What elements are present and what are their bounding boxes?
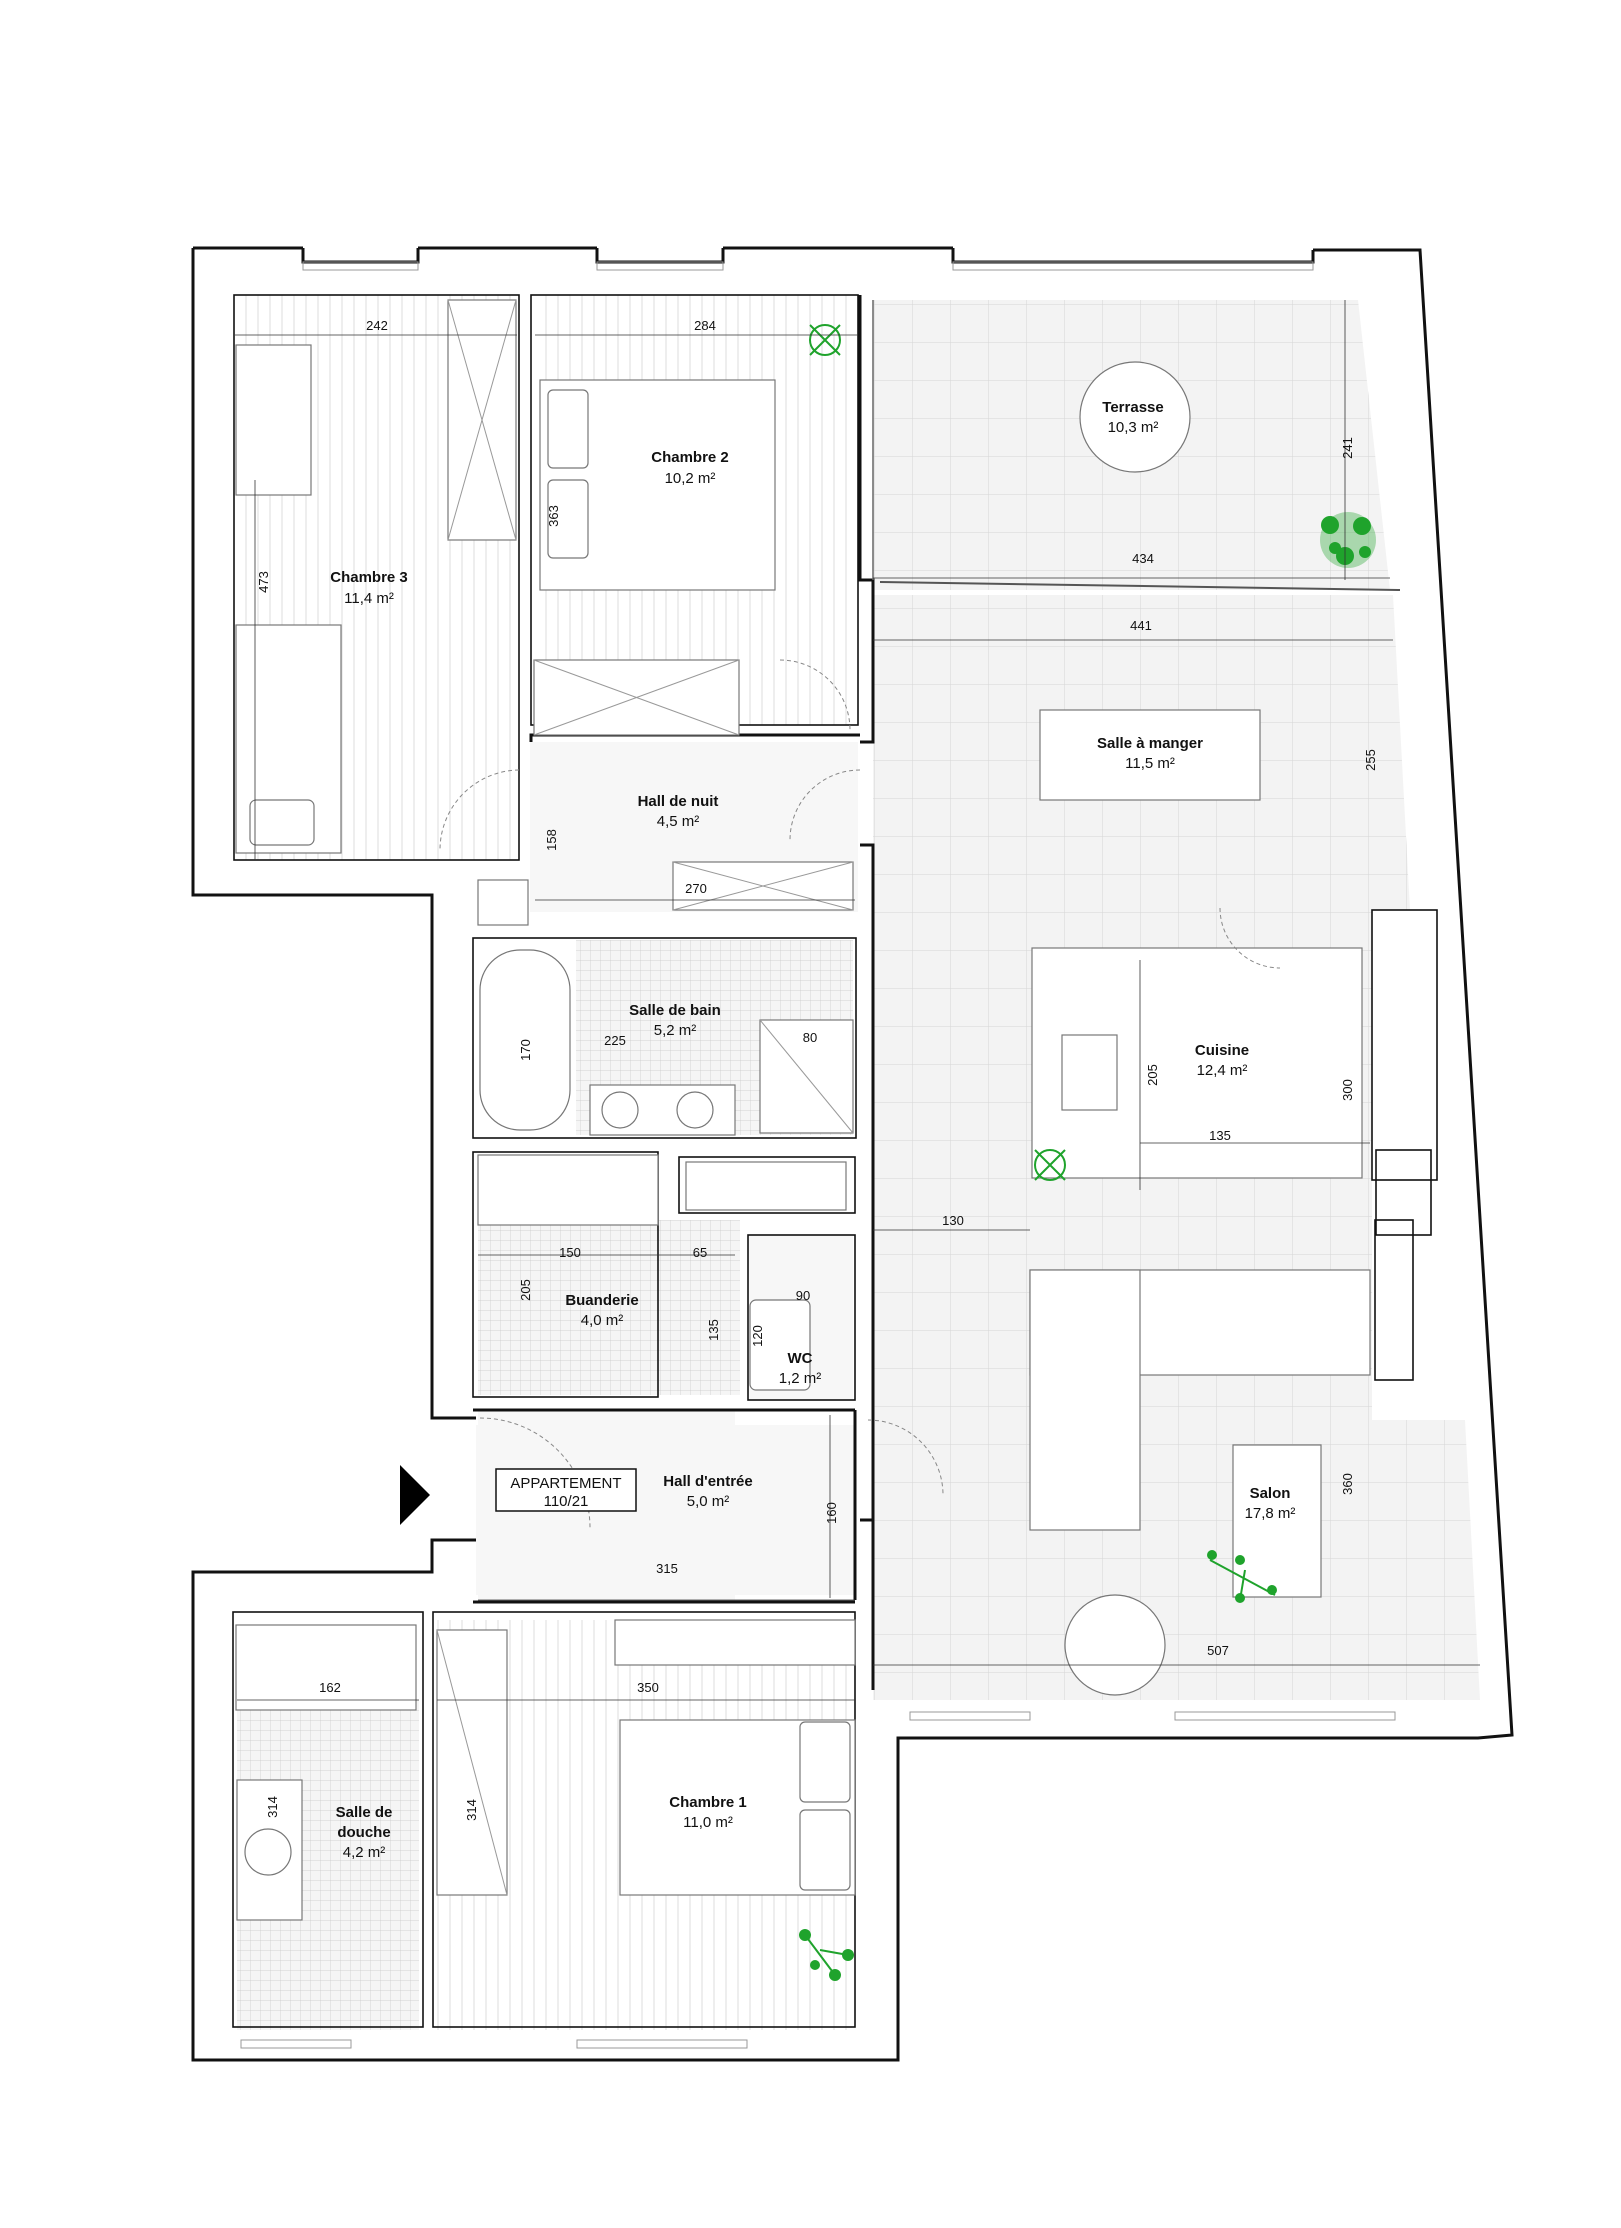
dim-441: 441: [1130, 618, 1152, 633]
room-area-salon: 17,8 m²: [1245, 1505, 1296, 1522]
dim-150: 150: [559, 1245, 581, 1260]
plant-chambre2: [809, 324, 841, 356]
dim-225: 225: [604, 1033, 626, 1048]
dim-314-shower: 314: [265, 1796, 280, 1818]
dimension-lines: [235, 300, 1480, 1701]
room-area-chambre1: 11,0 m²: [683, 1814, 733, 1831]
room-name-chambre1: Chambre 1: [669, 1794, 747, 1811]
room-name-chambre2: Chambre 2: [651, 449, 729, 466]
room-area-hall-de-nuit: 4,5 m²: [657, 813, 700, 830]
plant-cuisine: [1034, 1149, 1066, 1181]
room-name-buanderie: Buanderie: [565, 1292, 638, 1309]
dim-314-bed: 314: [464, 1799, 479, 1821]
room-name-hall-entree: Hall d'entrée: [663, 1473, 752, 1490]
dim-284: 284: [694, 318, 716, 333]
room-labels: Chambre 3 11,4 m² Chambre 2 10,2 m² Terr…: [330, 399, 1295, 1861]
dim-90: 90: [796, 1288, 810, 1303]
room-name-salle-a-manger: Salle à manger: [1097, 735, 1203, 752]
apartment-label-line1: APPARTEMENT: [510, 1475, 621, 1492]
dim-241: 241: [1340, 437, 1355, 459]
dim-158: 158: [544, 829, 559, 851]
plant-salon: [1207, 1550, 1277, 1603]
dim-270: 270: [685, 881, 707, 896]
dim-255: 255: [1363, 749, 1378, 771]
room-name-salle-de-bain: Salle de bain: [629, 1002, 721, 1019]
room-area-buanderie: 4,0 m²: [581, 1312, 624, 1329]
dim-507: 507: [1207, 1643, 1229, 1658]
dim-135-kitchen: 135: [1209, 1128, 1231, 1143]
room-name-terrasse: Terrasse: [1102, 399, 1163, 416]
dim-130: 130: [942, 1213, 964, 1228]
dim-160: 160: [824, 1502, 839, 1524]
room-area-cuisine: 12,4 m²: [1197, 1062, 1248, 1079]
dim-135-laundry: 135: [706, 1319, 721, 1341]
dim-350: 350: [637, 1680, 659, 1695]
room-name-cuisine: Cuisine: [1195, 1042, 1249, 1059]
plant-terrasse: [1320, 512, 1376, 568]
room-area-hall-entree: 5,0 m²: [687, 1493, 730, 1510]
room-name-hall-de-nuit: Hall de nuit: [638, 793, 719, 810]
room-area-wc: 1,2 m²: [779, 1370, 822, 1387]
dimension-labels: 242 284 241 434 441 473 363 255 158 270 …: [256, 318, 1378, 1821]
plants: [799, 324, 1376, 1981]
dim-205-kitchen: 205: [1145, 1064, 1160, 1086]
room-area-chambre2: 10,2 m²: [665, 470, 716, 487]
room-area-chambre3: 11,4 m²: [344, 590, 394, 607]
room-area-salle-de-douche: 4,2 m²: [343, 1844, 386, 1861]
dim-80: 80: [803, 1030, 817, 1045]
dim-170: 170: [518, 1039, 533, 1061]
dim-120: 120: [750, 1325, 765, 1347]
room-area-salle-a-manger: 11,5 m²: [1125, 755, 1175, 772]
windows: [240, 261, 1401, 2049]
room-name-salon: Salon: [1250, 1485, 1291, 1502]
dim-65: 65: [693, 1245, 707, 1260]
entry-arrow: [400, 1465, 430, 1525]
room-area-terrasse: 10,3 m²: [1108, 419, 1159, 436]
room-name-salle-de-douche-1: Salle de: [336, 1804, 393, 1821]
apartment-label: APPARTEMENT 110/21: [495, 1468, 637, 1512]
room-area-salle-de-bain: 5,2 m²: [654, 1022, 697, 1039]
dim-363: 363: [546, 505, 561, 527]
furniture: [235, 299, 1371, 1921]
dim-242: 242: [366, 318, 388, 333]
dim-300: 300: [1340, 1079, 1355, 1101]
plant-chambre1: [799, 1929, 854, 1981]
dim-473: 473: [256, 571, 271, 593]
dim-434: 434: [1132, 551, 1154, 566]
apartment-label-line2: 110/21: [544, 1493, 589, 1510]
walls: [191, 246, 1514, 2062]
dim-360: 360: [1340, 1473, 1355, 1495]
room-name-salle-de-douche-2: douche: [337, 1824, 390, 1841]
dim-315: 315: [656, 1561, 678, 1576]
dim-162: 162: [319, 1680, 341, 1695]
room-name-wc: WC: [788, 1350, 813, 1367]
room-name-chambre3: Chambre 3: [330, 569, 408, 586]
dim-205-laundry: 205: [518, 1279, 533, 1301]
